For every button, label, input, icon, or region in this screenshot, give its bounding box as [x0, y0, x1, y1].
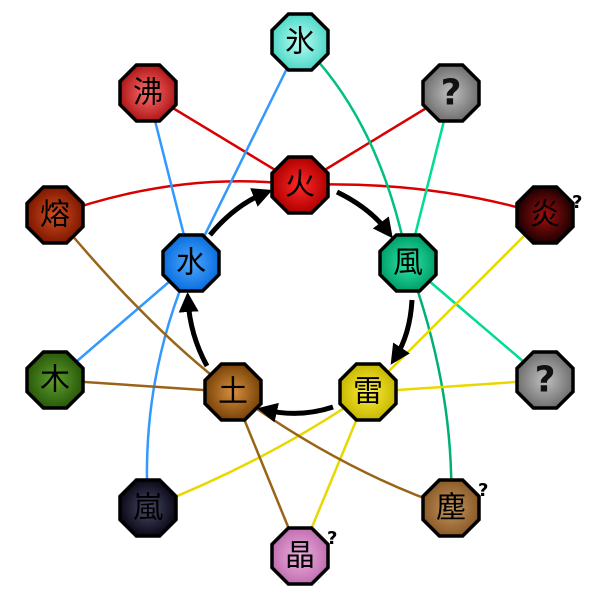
node-blaze[interactable]: 炎 ? [515, 185, 582, 245]
node-label: 沸 [133, 76, 163, 111]
uncertain-mark: ? [478, 480, 488, 501]
node-label: 塵 [436, 491, 466, 526]
node-label: 風 [393, 246, 423, 281]
node-dust[interactable]: 塵 ? [421, 478, 488, 538]
edge-lava-fire [54, 180, 301, 217]
node-label: 晶 [285, 539, 315, 574]
node-storm[interactable]: 嵐 [118, 478, 178, 538]
uncertain-mark: ? [572, 192, 582, 213]
node-label: 土 [218, 375, 248, 410]
node-fire[interactable]: 火 [270, 155, 330, 215]
arrow-wind-to-lightning [390, 299, 415, 365]
node-crystal[interactable]: 晶 ? [270, 526, 337, 586]
question-mark-icon: ? [441, 73, 462, 114]
node-lava[interactable]: 熔 [25, 185, 85, 245]
cycle-arrows [178, 188, 415, 423]
node-label: 木 [40, 363, 70, 398]
node-unknown-fire-wind[interactable]: ? [421, 63, 481, 123]
uncertain-mark: ? [327, 528, 337, 549]
node-water[interactable]: 水 [161, 233, 221, 293]
node-label: 雷 [353, 375, 383, 410]
node-lightning[interactable]: 雷 [338, 362, 398, 422]
arrow-lightning-to-earth [257, 402, 334, 423]
edge-wood-water [54, 262, 192, 381]
node-boil[interactable]: 沸 [118, 63, 178, 123]
node-label: 嵐 [133, 491, 163, 526]
edge-unknown2-wind [407, 262, 546, 381]
node-label: 熔 [40, 198, 70, 233]
node-wood[interactable]: 木 [25, 350, 85, 410]
edges [54, 41, 546, 557]
arrow-water-to-fire [208, 188, 273, 237]
node-label: 水 [176, 246, 206, 281]
node-unknown-wind-lightning[interactable]: ? [515, 350, 575, 410]
node-wind[interactable]: 風 [378, 233, 438, 293]
node-ice[interactable]: 氷 [270, 12, 330, 72]
edge-ice-water [189, 41, 302, 264]
arrow-earth-to-water [178, 292, 210, 368]
node-label: 火 [285, 168, 315, 203]
node-label: 氷 [285, 25, 315, 60]
node-earth[interactable]: 土 [203, 362, 263, 422]
edge-dust-wind [406, 262, 453, 509]
node-label: 炎 [530, 198, 560, 233]
question-mark-icon: ? [535, 360, 556, 401]
arrow-fire-to-wind [335, 189, 393, 239]
